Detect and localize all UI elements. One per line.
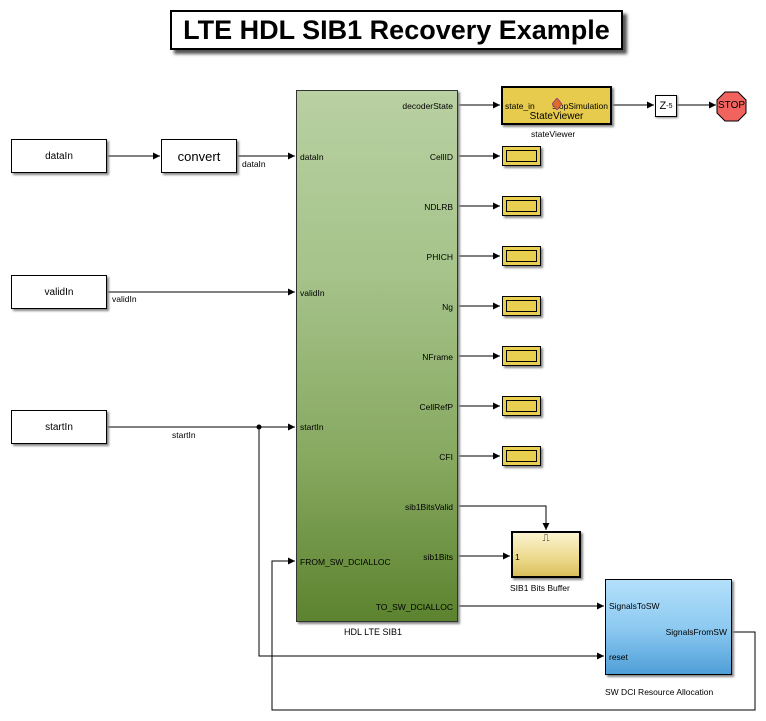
state-viewer-name: stateViewer: [531, 129, 576, 139]
validin-label: validIn: [44, 286, 74, 298]
buffer-inport: 1: [515, 552, 520, 562]
datain-inport-block[interactable]: dataIn: [11, 139, 107, 173]
state-viewer-block[interactable]: state_in stopSimulation StateViewer: [501, 86, 612, 125]
display-cellrefp[interactable]: [502, 396, 541, 416]
signal-label-validin: validIn: [112, 294, 137, 304]
startin-inport-block[interactable]: startIn: [11, 410, 107, 444]
delay-block[interactable]: Z-5: [655, 95, 677, 117]
sw-outport-signalsfromsw: SignalsFromSW: [665, 627, 727, 637]
datain-label: dataIn: [45, 150, 73, 162]
inport-validin: validIn: [300, 288, 325, 298]
signal-label-startin: startIn: [172, 430, 196, 440]
hdl-lte-sib1-name: HDL LTE SIB1: [344, 627, 403, 637]
outport-ng: Ng: [442, 302, 453, 312]
outport-ndlrb: NDLRB: [424, 202, 453, 212]
outport-to-sw-dcialloc: TO_SW_DCIALLOC: [375, 602, 453, 612]
matlab-function-icon: [551, 97, 563, 111]
signal-label-datain: dataIn: [242, 159, 266, 169]
diagram-title: LTE HDL SIB1 Recovery Example: [170, 10, 623, 50]
outport-sib1bits: sib1Bits: [423, 552, 453, 562]
outport-phich: PHICH: [426, 252, 453, 262]
sw-dci-resource-allocation-name: SW DCI Resource Allocation: [605, 687, 714, 697]
state-viewer-inner-label: StateViewer: [529, 111, 584, 122]
outport-cellrefp: CellRefP: [419, 402, 453, 412]
outport-cellid: CellID: [429, 152, 453, 162]
state-viewer-outport: stopSimulation: [552, 101, 608, 111]
wire-sib1bitsvalid: [458, 505, 550, 530]
display-nframe[interactable]: [502, 346, 541, 366]
inport-datain: dataIn: [300, 152, 324, 162]
stop-sign-icon: [716, 91, 747, 122]
delay-base: Z: [659, 100, 667, 112]
convert-block[interactable]: convert: [161, 139, 237, 173]
startin-label: startIn: [45, 421, 73, 433]
display-phich[interactable]: [502, 246, 541, 266]
outport-sib1bitsvalid: sib1BitsValid: [404, 502, 453, 512]
outport-decoderstate: decoderState: [402, 101, 453, 111]
display-cellid[interactable]: [502, 146, 541, 166]
state-viewer-inport: state_in: [505, 101, 535, 111]
trigger-icon: ⎍: [542, 533, 550, 544]
display-ng[interactable]: [502, 296, 541, 316]
inport-startin: startIn: [300, 422, 324, 432]
display-cfi[interactable]: [502, 446, 541, 466]
hdl-lte-sib1-block[interactable]: dataIn validIn startIn FROM_SW_DCIALLOC …: [296, 90, 458, 622]
sw-inport-reset: reset: [609, 652, 628, 662]
outport-nframe: NFrame: [422, 352, 453, 362]
inport-from-sw-dcialloc: FROM_SW_DCIALLOC: [300, 557, 391, 567]
validin-inport-block[interactable]: validIn: [11, 275, 107, 309]
wire-startin-reset: [258, 427, 604, 660]
sw-dci-resource-allocation-block[interactable]: SignalsToSW reset SignalsFromSW: [605, 579, 732, 675]
sib1-bits-buffer-block[interactable]: ⎍ 1: [511, 531, 581, 578]
outport-cfi: CFI: [439, 452, 453, 462]
stop-label: STOP: [717, 100, 746, 111]
wire-from-sw: [271, 557, 756, 711]
sib1-bits-buffer-name: SIB1 Bits Buffer: [510, 583, 570, 593]
display-ndlrb[interactable]: [502, 196, 541, 216]
delay-exponent: -5: [666, 102, 673, 110]
stop-block[interactable]: STOP: [716, 91, 747, 122]
sw-inport-signalstosw: SignalsToSW: [609, 601, 660, 611]
convert-label: convert: [177, 148, 221, 164]
